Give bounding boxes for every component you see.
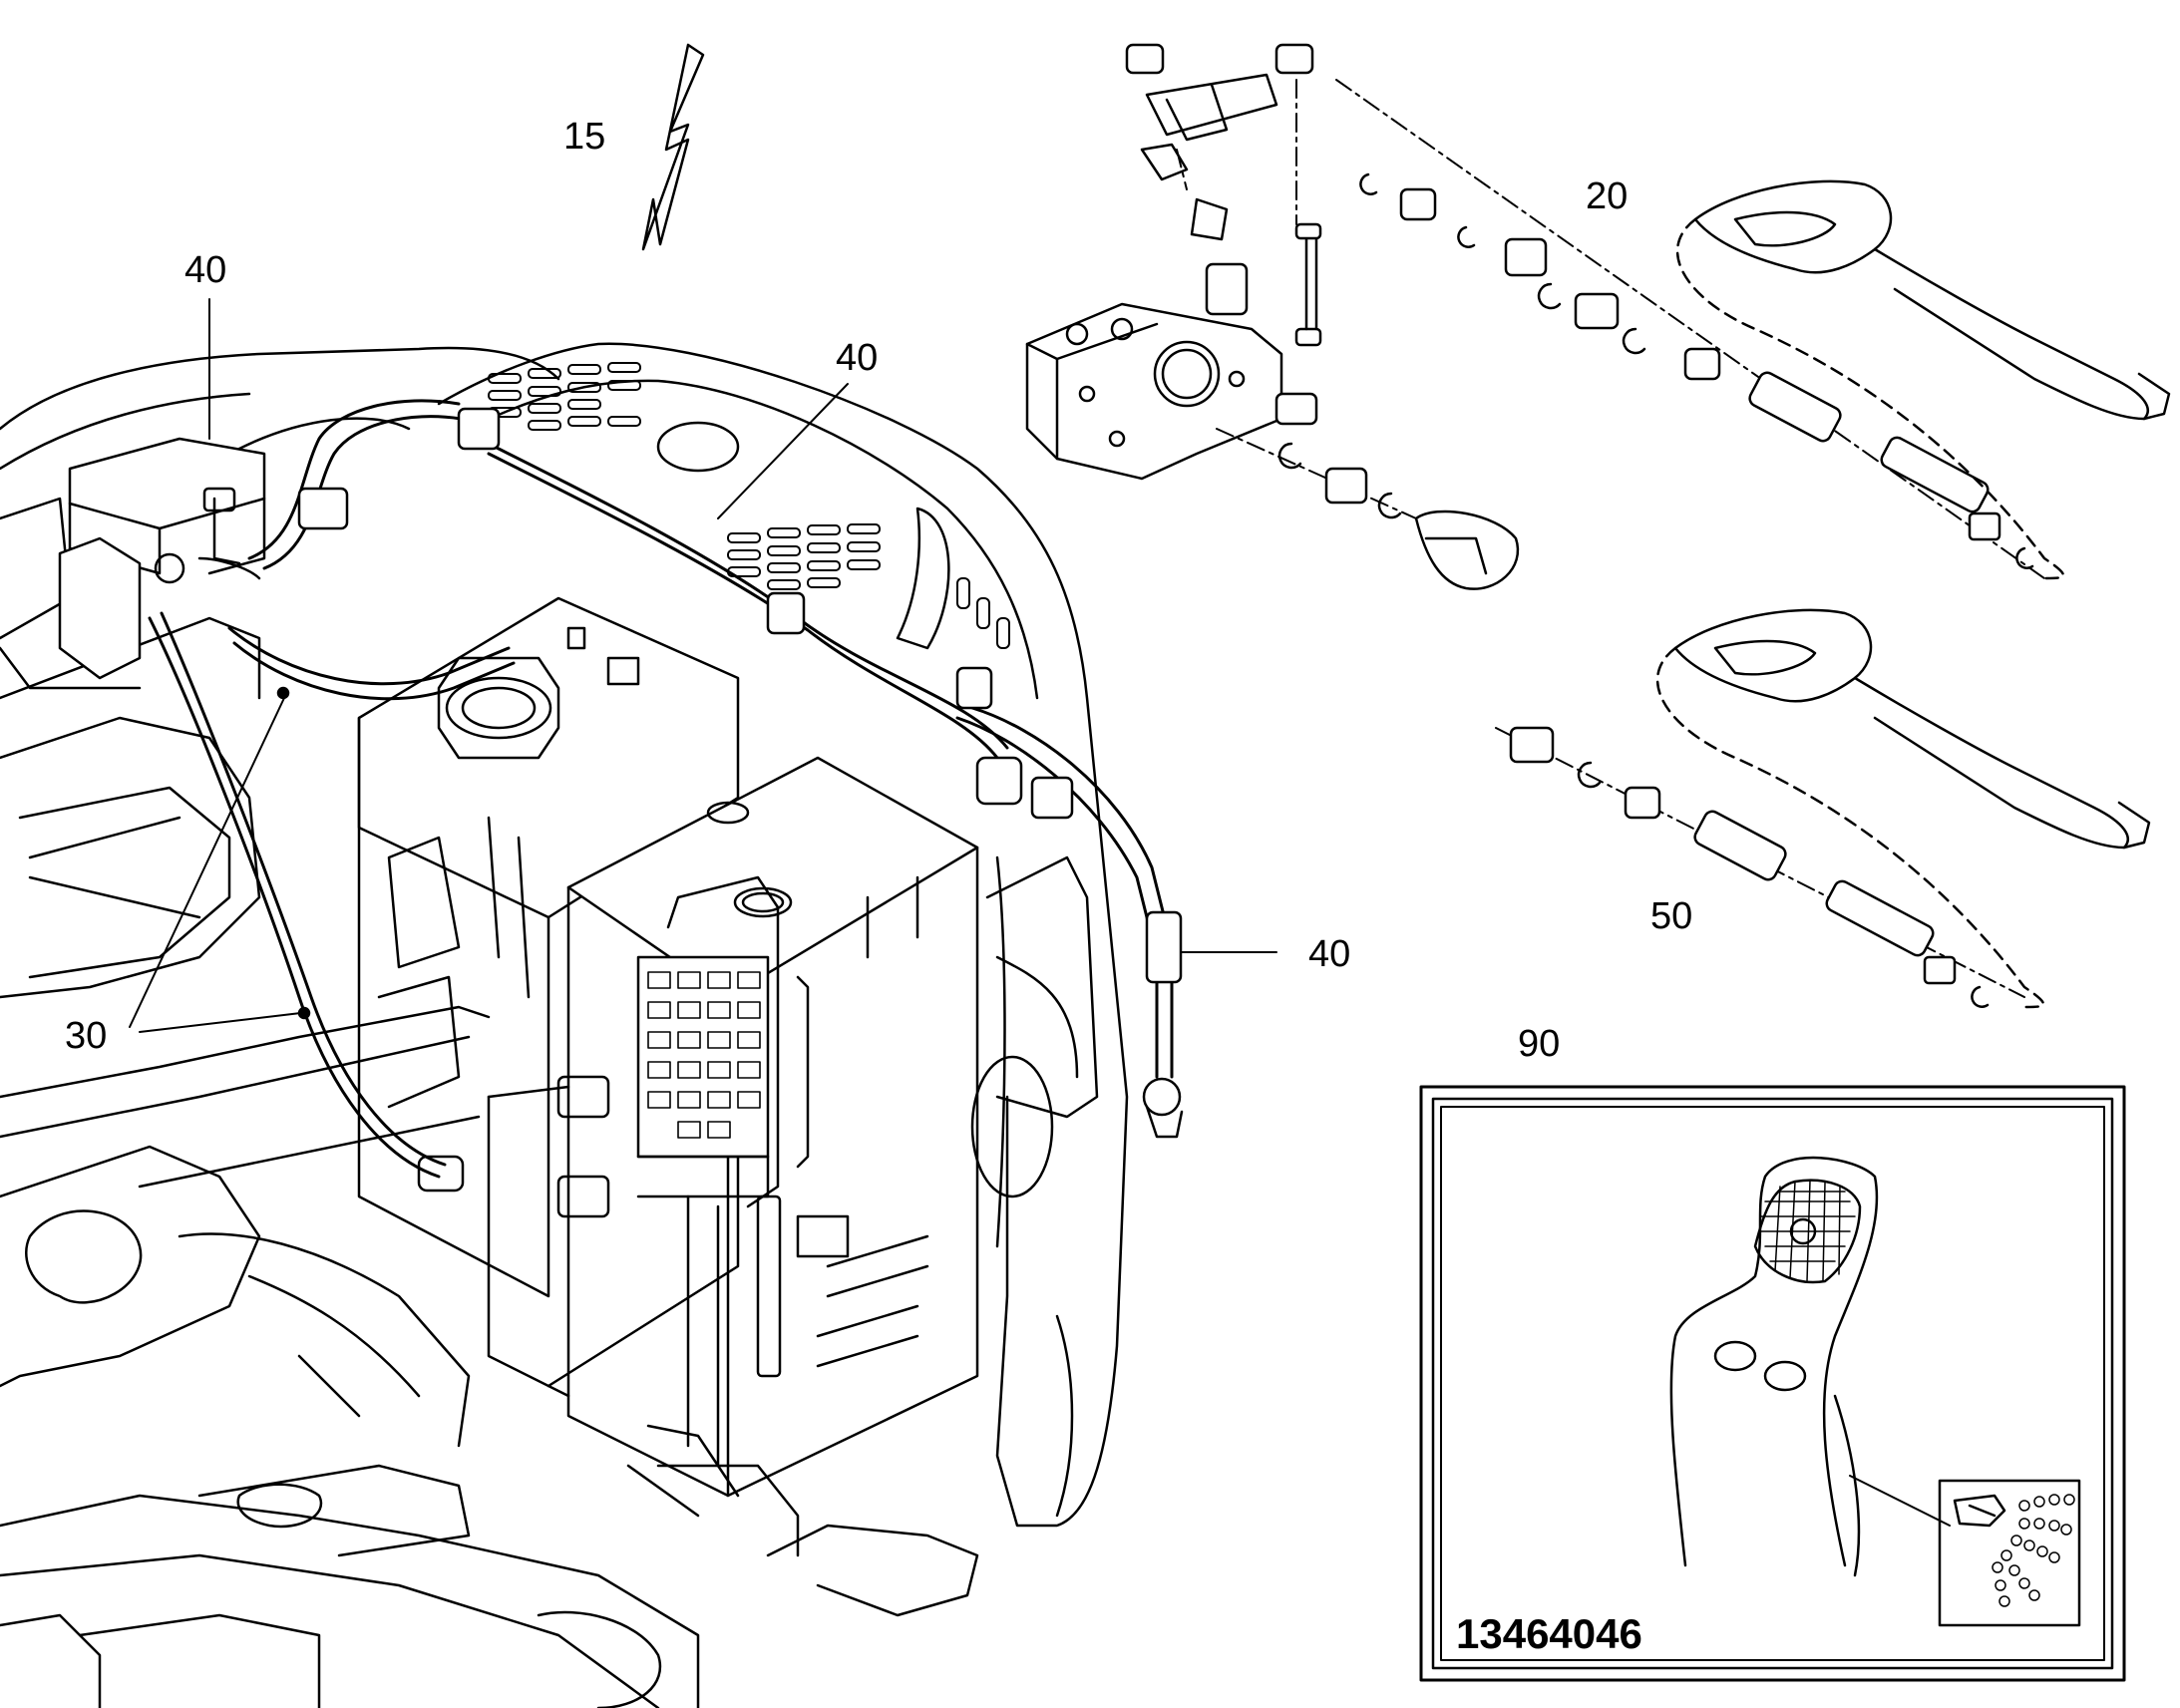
callout-20: 20 (1586, 175, 1629, 217)
spray-gun-upper (1675, 179, 2171, 580)
callout-40-top: 40 (836, 337, 879, 379)
hose-assembly (148, 399, 1184, 1193)
callout-leaders (129, 298, 1277, 1033)
engine-hood (437, 342, 1129, 1528)
callout-50: 50 (1650, 895, 1693, 937)
assembly-axis-lines (1176, 79, 2045, 998)
valve-block (1025, 43, 1520, 590)
joystick-icon (1669, 1156, 1879, 1577)
callout-90: 90 (1518, 1023, 1561, 1065)
callout-30: 30 (65, 1015, 108, 1057)
lightning-bolt-icon (641, 43, 705, 251)
spray-gun-lower (1509, 608, 2151, 1009)
decal-panel (1419, 1085, 2126, 1682)
decal-part-number: 13464046 (1456, 1610, 1642, 1657)
side-compartment (970, 855, 1099, 1198)
callout-40-right: 40 (1308, 933, 1351, 975)
hose-clamps (297, 407, 1183, 984)
callout-40-left: 40 (184, 249, 227, 291)
spray-symbol-icon (1849, 1475, 2081, 1627)
fittings-set (1277, 172, 2034, 569)
hydraulic-tank (487, 756, 979, 1518)
machine-chassis (0, 346, 979, 1708)
callout-15: 15 (563, 116, 606, 158)
pump-unit (58, 437, 266, 680)
